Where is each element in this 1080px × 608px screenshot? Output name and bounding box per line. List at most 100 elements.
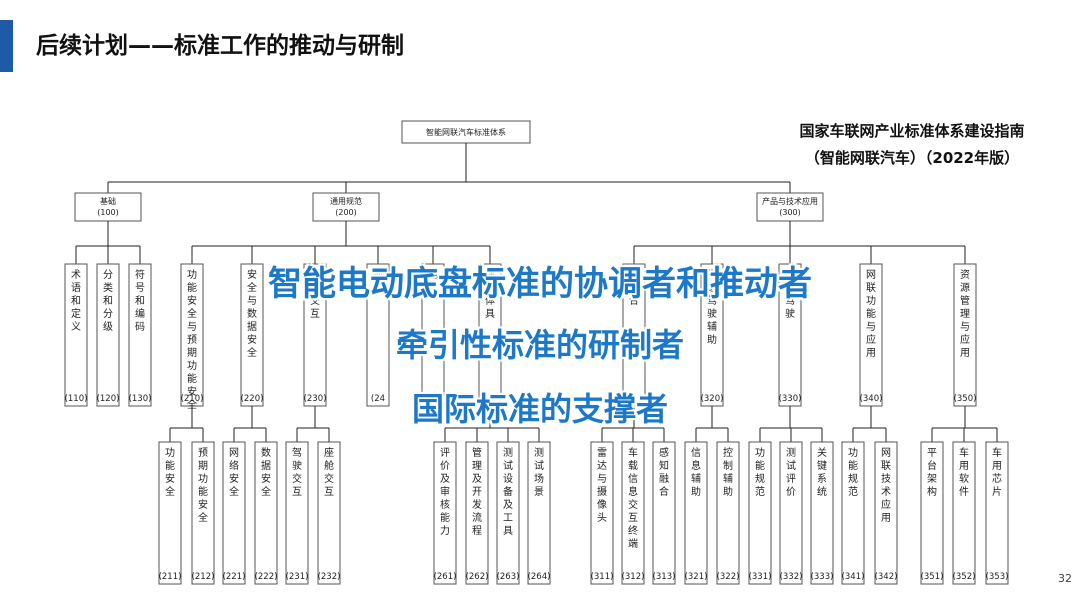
guide-caption: 国家车联网产业标准体系建设指南 （智能网联汽车）（2022年版） (752, 118, 1072, 172)
standard-node (920, 441, 944, 585)
standard-node-label: 驾驶交互 (292, 447, 302, 498)
standard-node (254, 441, 278, 585)
standard-node-label: 功能规范 (755, 447, 765, 498)
standard-node-code: (342) (875, 572, 898, 582)
standard-node (874, 441, 898, 585)
group-node (74, 192, 142, 222)
category-node-label: 息感合 (629, 268, 639, 307)
title-accent-bar (0, 20, 13, 72)
overlay-line-1: 智能电动底盘标准的协调者和推动者 (268, 264, 812, 304)
standard-node-code: (352) (953, 572, 976, 582)
standard-node-label: 管理及开发流程 (472, 446, 482, 537)
category-node (128, 263, 152, 407)
standard-node (590, 441, 614, 585)
category-node-label: 功能安全与预期功能安全 (187, 269, 197, 411)
category-node-code: (220) (241, 394, 264, 404)
category-node-label: 符号和编码 (135, 268, 145, 333)
standard-node-label: 平台架构 (927, 448, 937, 498)
standard-node-code: (311) (591, 572, 614, 582)
standard-node (527, 441, 551, 585)
standard-node (684, 441, 708, 585)
group-node-code: (100) (97, 208, 119, 217)
standard-node-code: (264) (528, 572, 551, 582)
group-node-label: 通用规范 (330, 196, 362, 206)
category-node-code: (120) (97, 394, 120, 404)
standard-node-label: 车用软件 (959, 446, 969, 498)
group-node-label: 基础 (100, 196, 116, 206)
category-node-code: (110) (65, 394, 88, 404)
standard-node-label: 座舱交互 (324, 446, 334, 498)
standard-node-label: 测试场景 (534, 446, 544, 498)
standard-node-code: (263) (497, 572, 520, 582)
standard-node-code: (331) (749, 572, 772, 582)
standard-node-code: (312) (622, 572, 645, 582)
category-node (421, 263, 445, 407)
category-node-label: 自动驾驶 (785, 268, 795, 320)
category-node-label: 术语和定义 (71, 269, 81, 333)
standard-node-code: (221) (223, 572, 246, 582)
root-node-label: 智能网联汽车标准体系 (426, 127, 506, 137)
category-node-code: (320) (701, 394, 724, 404)
category-node-label: 人机交互 (310, 269, 320, 320)
category-node-code: (230) (304, 394, 327, 404)
standard-node (317, 441, 341, 585)
standard-node-label: 信息辅助 (691, 447, 701, 498)
standard-node-code: (332) (780, 572, 803, 582)
page-title: 后续计划——标准工作的推动与研制 (36, 33, 404, 59)
standard-node (985, 441, 1009, 585)
standard-node-label: 预期功能安全 (198, 447, 208, 524)
standard-node-label: 车载信息交互终端 (628, 446, 638, 550)
standard-node (810, 441, 834, 585)
standard-node-label: 测试设备及工具 (503, 446, 513, 537)
category-node-code: (350) (954, 394, 977, 404)
category-node-label: 地图 (373, 268, 383, 294)
standard-node-code: (222) (255, 572, 278, 582)
category-node-code: (210) (181, 394, 204, 404)
standard-node-label: 网联技术应用 (881, 447, 891, 524)
standard-node-label: 车用芯片 (992, 446, 1002, 498)
standard-node-code: (231) (286, 572, 309, 582)
standard-node (841, 441, 865, 585)
standard-node (158, 441, 182, 585)
group-node-code: (300) (779, 208, 801, 217)
standard-node-label: 功能规范 (848, 447, 858, 498)
standard-node (465, 441, 489, 585)
standard-node (191, 441, 215, 585)
standard-node-label: 控制辅助 (723, 446, 733, 498)
category-node-label: 资源管理与应用 (960, 269, 970, 359)
standard-node-label: 测试评价 (786, 446, 796, 498)
standard-node (285, 441, 309, 585)
category-node (64, 263, 88, 407)
page-number: 32 (1058, 572, 1072, 585)
group-node-code: (200) (335, 208, 357, 217)
standard-node-code: (322) (717, 572, 740, 582)
category-node-code: (24 (371, 394, 385, 404)
standard-node-code: (313) (653, 572, 676, 582)
group-node (756, 192, 824, 222)
standard-node-label: 雷达与摄像头 (597, 447, 607, 524)
standard-node-label: 功能安全 (165, 447, 175, 498)
standard-node-label: 感知融合 (659, 446, 669, 498)
guide-caption-line2: （智能网联汽车）（2022年版） (804, 149, 1020, 167)
standard-node (433, 441, 457, 585)
standard-node (222, 441, 246, 585)
standard-node (496, 441, 520, 585)
category-node (96, 263, 120, 407)
standard-node-code: (353) (986, 572, 1009, 582)
guide-caption-line1: 国家车联网产业标准体系建设指南 (799, 122, 1025, 140)
category-node-label: 安全与数据安全 (247, 268, 257, 359)
category-node-label: 网联功能与应用 (866, 269, 876, 359)
standard-node (716, 441, 740, 585)
standard-node-code: (211) (159, 572, 182, 582)
category-node-label: 电 (428, 268, 438, 281)
category-node-label: 评价体具 (485, 269, 495, 320)
standard-node (748, 441, 772, 585)
standard-node-code: (351) (921, 572, 944, 582)
category-node-label: 先进驾驶辅助 (707, 269, 717, 346)
category-node-code: (340) (860, 394, 883, 404)
standard-node-code: (333) (811, 572, 834, 582)
category-node-code: (130) (129, 394, 152, 404)
overlay-line-2: 牵引性标准的研制者 (395, 326, 684, 364)
standard-node-code: (321) (685, 572, 708, 582)
overlay-line-3: 国际标准的支撑者 (411, 390, 668, 428)
